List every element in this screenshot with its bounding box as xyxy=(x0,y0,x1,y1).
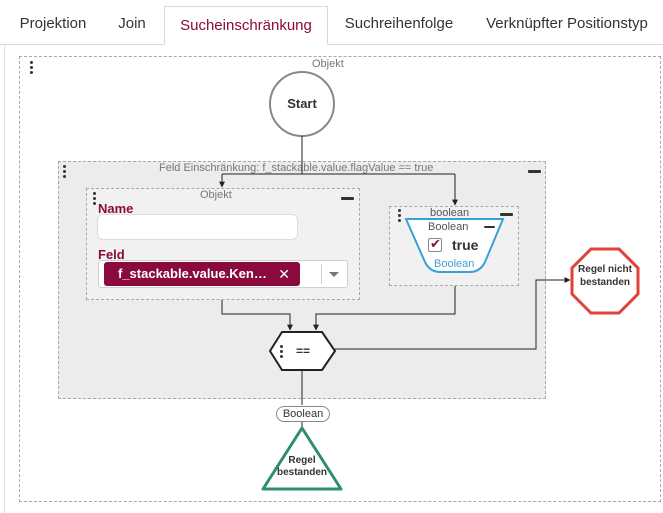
object-node-collapse-icon[interactable] xyxy=(341,197,354,200)
operator-label: == xyxy=(295,344,310,358)
object-node-menu-icon[interactable] xyxy=(93,192,97,206)
tab-suchreihenfolge[interactable]: Suchreihenfolge xyxy=(344,15,454,32)
boolean-remove-icon[interactable] xyxy=(484,226,495,228)
check-icon: ✔ xyxy=(430,236,441,251)
operator-menu-icon[interactable] xyxy=(280,345,284,359)
field-restriction-caption: Feld Einschränkung: f_stackable.value.fl… xyxy=(159,162,434,174)
name-input[interactable] xyxy=(97,214,298,240)
boolean-type-label: Boolean xyxy=(428,221,469,233)
object-container xyxy=(19,56,661,502)
result-type-pill: Boolean xyxy=(276,406,330,422)
fail-node[interactable] xyxy=(570,247,640,315)
chip-remove-icon[interactable]: ✕ xyxy=(278,266,290,282)
field-restriction-collapse-icon[interactable] xyxy=(528,170,541,173)
tab-content-border xyxy=(4,45,5,513)
field-chip-label: f_stackable.value.Ken… xyxy=(118,266,267,281)
tab-bar: Projektion Join Sucheinschränkung Suchre… xyxy=(0,0,663,45)
field-restriction-menu-icon[interactable] xyxy=(63,165,67,179)
operator-node[interactable] xyxy=(268,331,337,371)
tab-join[interactable]: Join xyxy=(118,15,146,32)
edge-operator-to-fail xyxy=(335,277,571,350)
boolean-node-caption: boolean xyxy=(430,207,470,219)
chevron-down-icon[interactable] xyxy=(329,272,339,277)
tab-projektion[interactable]: Projektion xyxy=(19,15,87,32)
boolean-checkbox[interactable]: ✔ xyxy=(428,236,442,252)
boolean-value-text: true xyxy=(452,237,479,253)
start-label: Start xyxy=(287,96,317,111)
pass-label: Regel bestanden xyxy=(276,455,327,478)
boolean-node-collapse-icon[interactable] xyxy=(500,213,513,216)
boolean-node-menu-icon[interactable] xyxy=(398,209,402,223)
field-label: Feld xyxy=(98,247,125,262)
tab-sucheinschraenkung[interactable]: Sucheinschränkung xyxy=(164,6,328,45)
field-select-separator xyxy=(321,264,322,284)
object-node-caption: Objekt xyxy=(200,189,232,201)
fail-label: Regel nicht bestanden xyxy=(578,264,632,288)
object-container-caption: Objekt xyxy=(312,58,344,70)
edge-object-to-operator xyxy=(221,300,293,331)
object-container-menu-icon[interactable] xyxy=(30,61,34,75)
tab-verknuepfter-positionstyp[interactable]: Verknüpfter Positionstyp xyxy=(486,15,648,32)
boolean-footer: Boolean xyxy=(434,258,475,270)
name-label: Name xyxy=(98,201,134,216)
field-chip: f_stackable.value.Ken… ✕ xyxy=(104,262,300,286)
pass-node[interactable] xyxy=(261,426,343,491)
edge-boolean-to-operator xyxy=(313,286,456,331)
boolean-shape xyxy=(404,218,505,273)
